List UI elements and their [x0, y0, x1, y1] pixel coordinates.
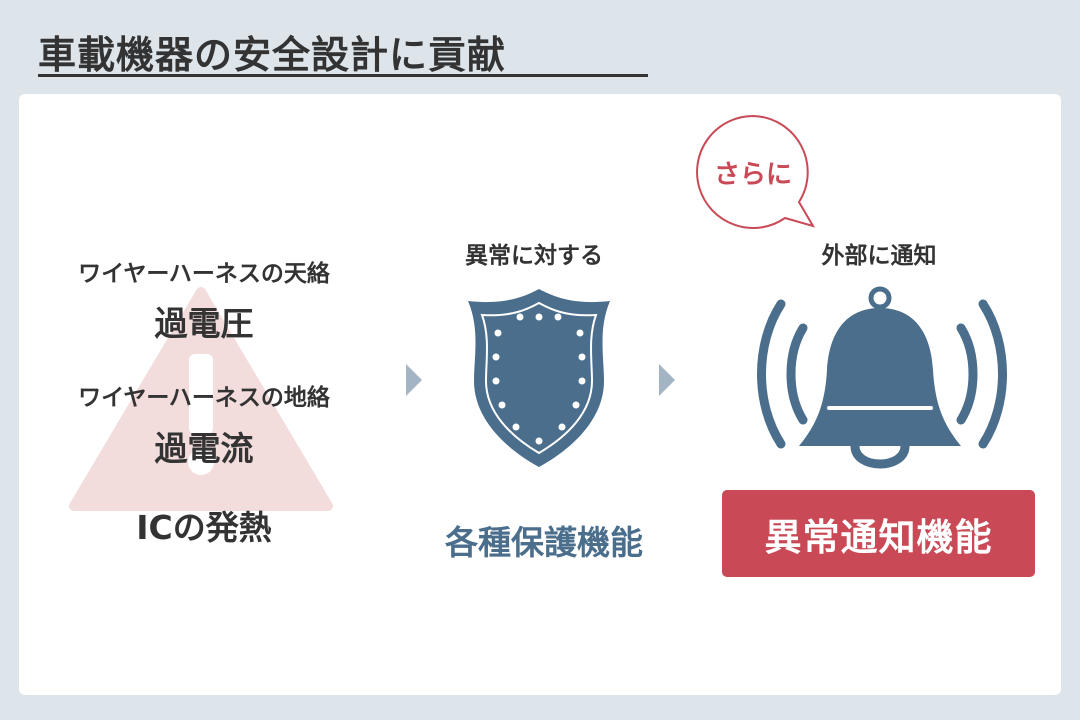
notify-caption: 外部に通知 — [821, 243, 937, 269]
bell-icon — [757, 286, 1007, 469]
abnormal-notification-badge: 異常通知機能 — [722, 490, 1035, 577]
warning-triangle-icon — [69, 287, 333, 511]
item2-caption: ワイヤーハーネスの地絡 — [78, 385, 330, 411]
speech-bubble-icon — [696, 114, 816, 229]
title-underline — [38, 74, 648, 77]
shield-icon — [468, 289, 610, 467]
content-card: ワイヤーハーネスの天絡 過電圧 ワイヤーハーネスの地絡 過電流 ICの発熱 異常… — [19, 94, 1061, 695]
speech-bubble-text: さらに — [713, 160, 792, 190]
protection-label: 各種保護機能 — [445, 523, 643, 562]
item2-value: 過電流 — [154, 429, 254, 468]
arrow-right-icon — [406, 364, 422, 396]
item1-caption: ワイヤーハーネスの天絡 — [78, 261, 330, 287]
arrow-right-icon — [659, 364, 675, 396]
item3-value: ICの発熱 — [136, 508, 272, 547]
page-title: 車載機器の安全設計に貢献 — [38, 33, 507, 77]
protection-caption: 異常に対する — [465, 243, 603, 269]
item1-value: 過電圧 — [154, 304, 254, 343]
